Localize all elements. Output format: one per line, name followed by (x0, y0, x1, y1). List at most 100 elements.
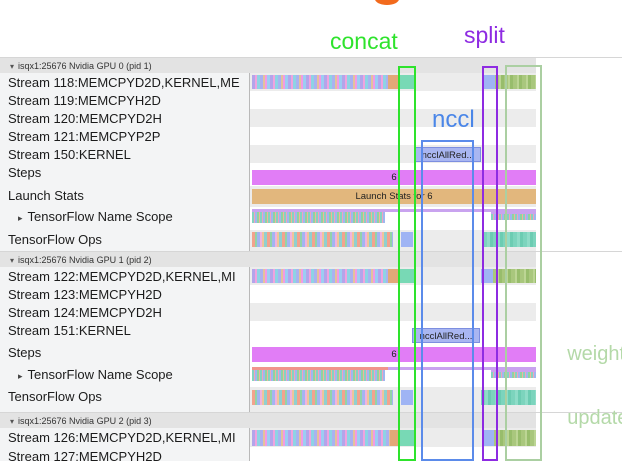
trace-event-cluster[interactable] (491, 209, 536, 214)
row-label-text: Steps (8, 345, 42, 360)
collapse-arrow-icon[interactable]: ▾ (10, 256, 15, 265)
row-label-text: Steps (8, 165, 42, 180)
trace-event-label: Launch Stats for 6 (355, 191, 433, 202)
row-track (250, 303, 621, 321)
row-track (250, 267, 621, 285)
track-shade (250, 145, 536, 163)
trace-event-cluster[interactable] (252, 212, 385, 223)
timeline-row: Stream 150:KERNEL ncclAllRed... (0, 145, 622, 163)
trace-event-cluster[interactable] (388, 367, 536, 370)
trace-event-cluster[interactable] (252, 390, 393, 405)
trace-event-cluster[interactable] (483, 75, 495, 89)
row-label[interactable]: Stream 120:MEMCPYD2H (0, 109, 250, 127)
row-label[interactable]: TensorFlow Ops (0, 387, 250, 412)
trace-event-cluster[interactable] (491, 214, 536, 220)
timeline-row: TensorFlow Ops (0, 387, 622, 412)
trace-event-cluster[interactable] (390, 430, 400, 446)
trace-event-cluster[interactable] (495, 75, 536, 89)
trace-event-cluster[interactable] (400, 430, 414, 446)
trace-event-cluster[interactable] (401, 390, 413, 405)
trace-event-cluster[interactable] (493, 269, 536, 283)
gpu-section-header[interactable]: ▾isqx1:25676 Nvidia GPU 0 (pid 1) (0, 57, 622, 73)
trace-event-bar[interactable]: ncclAllRed... (415, 147, 481, 162)
row-track (250, 109, 621, 127)
timeline-row: TensorFlow Ops (0, 230, 622, 251)
row-label[interactable]: Stream 126:MEMCPYD2D,KERNEL,MI (0, 428, 250, 447)
trace-event-bar[interactable]: Launch Stats for 6 (252, 189, 536, 204)
trace-event-cluster[interactable] (252, 430, 390, 446)
row-label[interactable]: Stream 119:MEMCPYH2D (0, 91, 250, 109)
row-track (250, 428, 621, 447)
trace-event-cluster[interactable] (252, 209, 536, 212)
trace-event-cluster[interactable] (491, 367, 536, 372)
trace-event-cluster[interactable] (252, 232, 393, 247)
trace-event-cluster[interactable] (494, 430, 536, 446)
trace-event-cluster[interactable] (252, 367, 388, 370)
gpu-section-header-band[interactable]: ▾isqx1:25676 Nvidia GPU 0 (pid 1) (0, 58, 536, 73)
collapse-arrow-icon[interactable]: ▾ (10, 62, 15, 71)
trace-event-cluster[interactable] (483, 232, 536, 247)
gpu-section-title-text: isqx1:25676 Nvidia GPU 1 (pid 2) (18, 255, 152, 265)
trace-event-cluster[interactable] (491, 372, 536, 378)
gpu-section-header[interactable]: ▾isqx1:25676 Nvidia GPU 1 (pid 2) (0, 251, 622, 267)
row-label-text: Stream 119:MEMCPYH2D (8, 93, 161, 108)
row-track: 6 (250, 163, 621, 186)
row-track (250, 127, 621, 145)
gpu-section-title: ▾isqx1:25676 Nvidia GPU 2 (pid 3) (0, 413, 152, 428)
timeline-row: Stream 121:MEMCPYP2P (0, 127, 622, 145)
row-track: Launch Stats for 6 (250, 186, 621, 207)
trace-event-label: 6 (391, 172, 397, 183)
trace-event-label: ncclAllRed... (419, 331, 473, 342)
trace-event-cluster[interactable] (481, 269, 493, 283)
trace-event-cluster[interactable] (388, 269, 398, 283)
trace-event-cluster[interactable] (398, 75, 414, 89)
row-label[interactable]: Stream 127:MEMCPYH2D (0, 447, 250, 461)
timeline-row: Stream 124:MEMCPYD2H (0, 303, 622, 321)
gpu-section-header[interactable]: ▾isqx1:25676 Nvidia GPU 2 (pid 3) (0, 412, 622, 428)
timeline-row: Steps 6 (0, 163, 622, 186)
trace-event-cluster[interactable] (482, 430, 494, 446)
row-label-text: Stream 121:MEMCPYP2P (8, 129, 161, 144)
header-right-gap (536, 413, 622, 428)
row-label[interactable]: Stream 151:KERNEL (0, 321, 250, 343)
trace-event-cluster[interactable] (252, 75, 388, 89)
trace-event-cluster[interactable] (388, 75, 398, 89)
row-label-text: Stream 124:MEMCPYD2H (8, 305, 162, 320)
row-label[interactable]: Stream 123:MEMCPYH2D (0, 285, 250, 303)
row-track (250, 387, 621, 412)
timeline-row: Stream 126:MEMCPYD2D,KERNEL,MI (0, 428, 622, 447)
row-track (250, 230, 621, 251)
row-track: 6 (250, 343, 621, 365)
concat-annotation-label: concat (330, 28, 398, 54)
row-label[interactable]: ▸TensorFlow Name Scope (0, 207, 250, 230)
trace-event-cluster[interactable] (398, 269, 414, 283)
trace-event-bar[interactable]: ncclAllRed... (412, 328, 480, 343)
row-label-text: Stream 118:MEMCPYD2D,KERNEL,ME (8, 75, 240, 90)
gpu-section-title: ▾isqx1:25676 Nvidia GPU 0 (pid 1) (0, 58, 152, 73)
trace-event-bar[interactable]: 6 (252, 347, 536, 362)
trace-event-cluster[interactable] (481, 390, 536, 405)
gpu-section-header-band[interactable]: ▾isqx1:25676 Nvidia GPU 1 (pid 2) (0, 252, 536, 267)
row-label[interactable]: Stream 118:MEMCPYD2D,KERNEL,ME (0, 73, 250, 91)
row-label-text: Stream 150:KERNEL (8, 147, 131, 162)
row-label[interactable]: Stream 150:KERNEL (0, 145, 250, 163)
expand-arrow-icon[interactable]: ▸ (18, 371, 23, 381)
row-label[interactable]: Steps (0, 163, 250, 186)
track-shade (250, 303, 536, 321)
row-label[interactable]: Stream 124:MEMCPYD2H (0, 303, 250, 321)
row-label[interactable]: Launch Stats (0, 186, 250, 207)
trace-event-bar[interactable]: 6 (252, 170, 536, 185)
row-label[interactable]: Stream 121:MEMCPYP2P (0, 127, 250, 145)
row-label[interactable]: TensorFlow Ops (0, 230, 250, 251)
gpu-section-header-band[interactable]: ▾isqx1:25676 Nvidia GPU 2 (pid 3) (0, 413, 536, 428)
row-label[interactable]: ▸TensorFlow Name Scope (0, 365, 250, 387)
collapse-arrow-icon[interactable]: ▾ (10, 417, 15, 426)
row-label[interactable]: Stream 122:MEMCPYD2D,KERNEL,MI (0, 267, 250, 285)
expand-arrow-icon[interactable]: ▸ (18, 213, 23, 223)
trace-event-cluster[interactable] (401, 232, 413, 247)
split-annotation-label: split (464, 22, 505, 48)
row-label[interactable]: Steps (0, 343, 250, 365)
gpu-section-title: ▾isqx1:25676 Nvidia GPU 1 (pid 2) (0, 252, 152, 267)
trace-event-cluster[interactable] (252, 370, 385, 381)
trace-event-cluster[interactable] (252, 269, 388, 283)
